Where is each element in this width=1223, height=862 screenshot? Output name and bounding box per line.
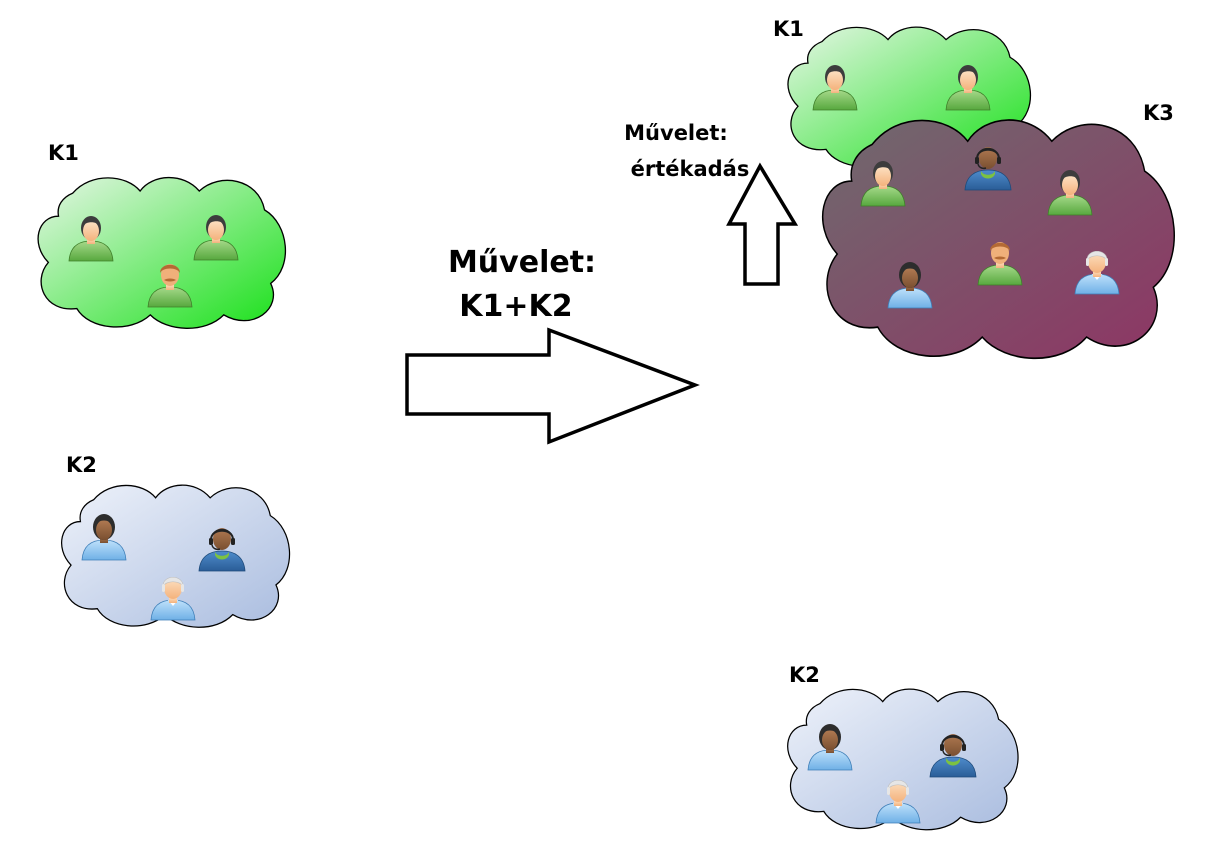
cloud-right-k1: K1: [773, 17, 1032, 169]
operation-main: Művelet: K1+K2: [405, 245, 700, 445]
cloud-label: K2: [789, 663, 820, 687]
operation-main-line1: Művelet:: [448, 245, 596, 280]
cloud-right-k3: K3: [821, 101, 1176, 360]
up-arrow: [726, 162, 799, 286]
cloud-label: K1: [48, 141, 79, 165]
cloud-left-k1: K1: [37, 141, 287, 329]
operation-main-line2: K1+K2: [459, 289, 572, 324]
right-arrow: [405, 327, 700, 445]
cloud-label: K1: [773, 17, 804, 41]
cloud-left-k2: K2: [60, 453, 291, 628]
cloud-right-k2: K2: [787, 663, 1019, 831]
operation-assign: Művelet: értékadás: [624, 121, 799, 286]
cloud-label: K2: [66, 453, 97, 477]
operation-assign-line2: értékadás: [631, 157, 750, 181]
operation-assign-line1: Művelet:: [624, 121, 728, 145]
cloud-label: K3: [1143, 101, 1174, 125]
